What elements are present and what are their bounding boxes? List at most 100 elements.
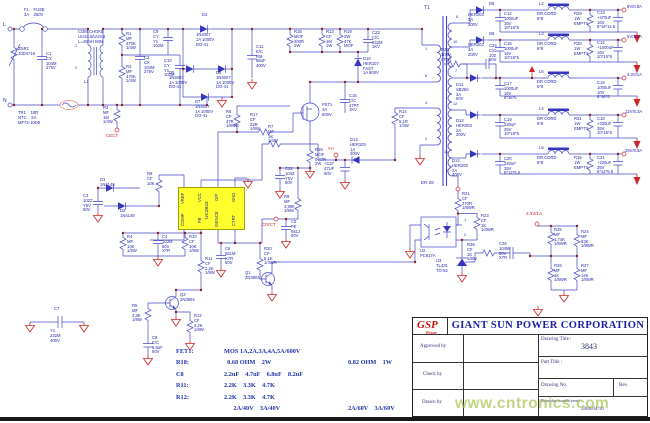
res-r22: R22 1/4W 470R [441,47,452,62]
choke-l4-name: L4 [539,106,544,111]
choke-l4-val: DR CORD 6*8 [537,116,557,126]
port-3v3-sense: 3.3V/1A [526,211,543,216]
cap-c16: C16 1000uF 10V 8*16*5 [597,80,612,100]
title-block: GSP Power GIANT SUN POWER CORPORATION Ap… [412,317,648,417]
choke-pin1: 1 [75,44,78,48]
note-row-r11: R11:2.2K 3.3K 4.7K [176,382,486,393]
note-row-r12: R12:2.2K 3.3K 4.7K [176,394,486,405]
res-r28: R28 CF 1K 1/8W [467,242,477,262]
res-r1: R1 MF 470K 1/4W [126,31,136,51]
xfmr-pin-1: 1 [425,47,428,51]
diode-d6: D6 1N4007 1A 1000V DO-41 [216,70,235,90]
fet-fet1: FET1 4A 600V [322,102,333,117]
sheet-border-bottom [0,417,650,421]
cap-c21: C21 +220uF 35V 8*12*5.5 [597,155,614,175]
res-r23: R23 CF 1K 1/4WR [481,213,494,233]
res-r20: R20 CF 5.1K 1/4WR [264,246,277,266]
ic-pin-vcc: VCC [197,193,202,202]
port-crct: CR/CT [262,222,276,227]
cap-c4: C4 103M 50V X7R [162,234,173,254]
res-r5: R5 MF 3.3K 1/8W [132,303,142,323]
res-r9: R9 MF 4.99K 1/8W [284,194,295,214]
output-25v: 25V/0.5A [625,148,643,153]
transistor-q1: Q1 2N3904 [245,270,260,280]
ic-pin-fb: FB [197,217,202,223]
note-value: MOS 1A,2A,3A,4A,5A/600V [224,348,301,355]
part-title-label: Part Title : [541,360,563,365]
res-r2: R2 MF 470K 1/4W [126,64,136,84]
res-r19: R19 2W 47K MOF [344,29,354,49]
pwm-ic-uc3843 [178,187,245,230]
diode-d5: D5 1N4007 1A 1000V DO-41 [169,70,188,90]
opto-u2: U2 PC817A [420,248,436,258]
date-label: Date(day/month/year) : [541,398,583,403]
cap-c27: +C27 47UF 50V [324,161,335,176]
res-r3: R3 MF 1M 1/4W [103,105,113,125]
ic-pin-op: O/P [214,193,219,201]
diode-d4-name: D4 [202,12,208,17]
res-r18: R18 MOF 0.47R 2W [315,147,327,167]
fuse-f1: F1 FUSE 3A 250V [24,7,45,17]
drawn-by-label: Drawn by [422,400,442,405]
note-label: C8 [176,370,184,378]
choke-l6-val: DR CORD 6*8 [537,79,557,89]
res-r11: R11 CF 2.2K 1/8W [205,256,215,276]
note-label: FET1: [176,348,194,355]
rev-label: Rev. [619,383,628,388]
note-value: 2.2K 3.3K 4.7K [224,393,275,401]
junction-dots [12,8,620,314]
terminal-n: N [3,98,7,104]
cap-c18: C18 +330uF 35V 10*16*5 [597,116,612,136]
diode-d9-name: D9 [489,31,495,36]
cap-c23: C23 C/C 222M 1KV [372,30,383,50]
transistor-q3: Q3 2N3904 [180,292,195,302]
diode-d2: D2 1N4148 [120,208,135,218]
diode-d11: D11 SB260 3A 60V [456,82,469,102]
diode-d12: D12 HER203 2A 200V [456,118,472,138]
output-3v3: 3.3V/1A [627,72,642,77]
drawing-title-label: Drawing Title : [541,337,572,342]
cap-c7-name: C7 [54,306,60,311]
component-options-table: FET1: MOS 1A,2A,3A,4A,5A/600V R18: 0.68 O… [176,348,486,416]
cap-c7-val: Y1 222M 400V [50,328,61,343]
choke-l3-val: DR CORD 6*8 [537,41,557,51]
note-extra: 0.82 OHM 1W [348,359,393,367]
ic-pin-ctrt: CTRT [231,214,236,226]
terminal-l: L [3,22,6,28]
xfmr-pin-10: 10 [453,40,458,44]
res-r31: R31 1W EMPTY [574,116,589,131]
diode-d7: D7 1N4007 1A 1000V DO-41 [195,99,214,119]
diode-d8-val: HER203 3A 200V [468,12,484,27]
approved-by-label: Approved by [420,344,447,349]
res-r15: R15 1W EMPTY [574,155,589,170]
diode-d10: D10 HER107 FAST 1A 800V [363,56,379,76]
note-extra [348,371,486,382]
choke-com: COM CHOKE UU10.5/UU9.8 L=40mH MIN [78,29,106,44]
secondary-wires [444,3,641,226]
ic-pin-comp: COMP [180,213,185,226]
cap-c22: C22 104Z Y5V 50V [285,166,295,186]
cap-c10: C10 CY Y1 102M [164,58,175,78]
xfmr-pin-7: 7 [455,69,458,73]
choke-l2-name: L2 [539,1,544,6]
xfmr-pin-11: 11 [444,150,448,154]
res-r17: R17 CF 22R 1/8W [250,112,260,132]
gsp-logo: GSP [417,319,438,331]
transformer-t1 [436,16,453,186]
xfmr-t1: T1 [424,5,430,11]
res-r27: R27 MF 14K 1/8WR [581,263,594,283]
choke-l5-val: DR CORD 6*8 [537,155,557,165]
res-r4: R4 MF 10K 1/8W [127,234,137,254]
cap-c17: C17 1000uF 16V 8*16*5 [504,81,519,101]
note-label: R18: [176,359,189,367]
res-r13: R13 CF 1M 1W [326,29,334,49]
xfmr-pin-12: 12 [453,102,458,106]
xfmr-pin-9: 9 [446,169,449,173]
cap-c1: C1 CX 104M 275V [46,51,57,71]
feedback-wires [405,213,581,317]
cap-c15-snub: C15 C/C 47PF 1KV [349,93,360,113]
cap-c20: C20 220uF 35V 8*12*5.5 [504,156,521,176]
